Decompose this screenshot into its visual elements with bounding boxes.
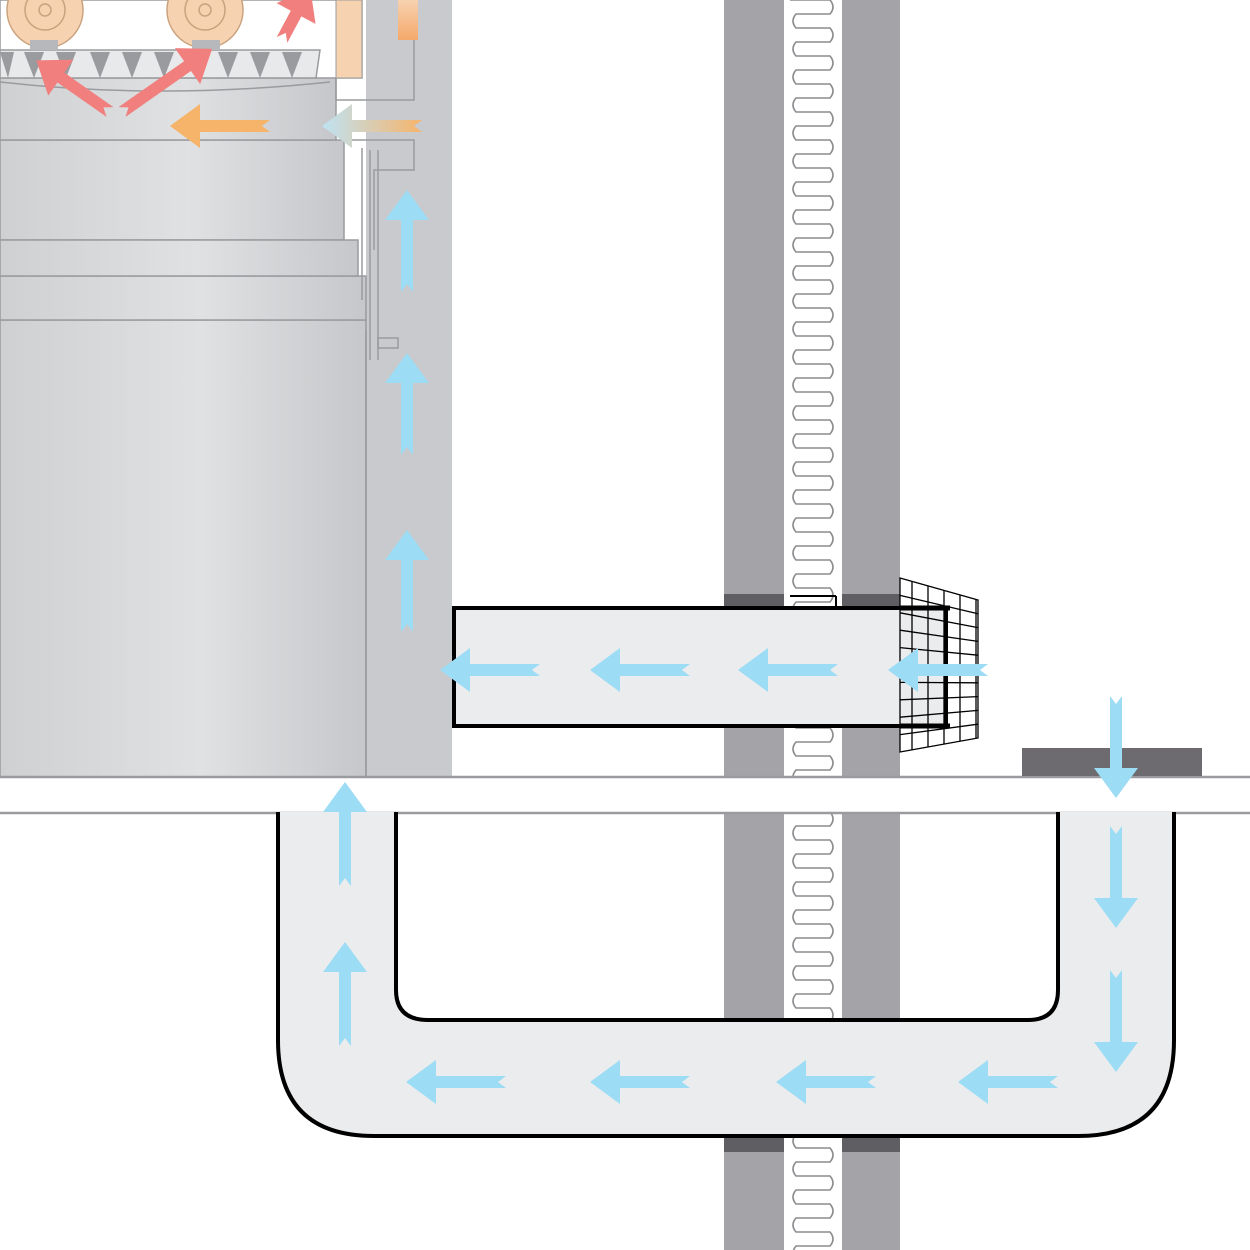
arrow-icon [1094, 826, 1138, 928]
wall-band [842, 1136, 900, 1152]
arrow-icon [406, 1060, 506, 1104]
wall-band [724, 1136, 784, 1152]
firebox-liner [335, 0, 363, 79]
stove-collar [0, 239, 359, 277]
arrow-icon [385, 190, 429, 292]
wall-band [842, 594, 900, 608]
arrow-icon [385, 353, 429, 455]
arrow-icon [776, 1060, 876, 1104]
floor-duct-body [276, 812, 1176, 1138]
arrow-icon [958, 1060, 1058, 1104]
arrow-icon [323, 782, 367, 886]
wood-logs [6, 0, 244, 50]
warm-arrow-icon [322, 104, 422, 148]
warm-vent-strip [398, 0, 418, 40]
hot-arrow-icon [118, 48, 213, 117]
arrow-icon [1094, 970, 1138, 1072]
warm-arrow-icon [170, 104, 270, 148]
hot-arrow-icon [36, 59, 114, 117]
arrow-icon [590, 648, 690, 692]
channel-walls [335, 0, 415, 778]
airflow-arrows [36, 0, 1138, 1104]
arrow-icon [590, 1060, 690, 1104]
stove-lower-body [0, 319, 367, 779]
arrow-icon [440, 648, 540, 692]
floor [0, 775, 1250, 815]
arrow-icon [323, 942, 367, 1046]
arrow-icon [385, 530, 429, 632]
stove [0, 0, 452, 779]
wall-band [724, 594, 784, 608]
stove-mid-body [0, 139, 345, 241]
hot-arrow-icon [276, 0, 316, 43]
arrow-icon [738, 648, 838, 692]
stove-base-ring [0, 275, 367, 321]
arrow-icon [1094, 696, 1138, 798]
grate-teeth [0, 52, 302, 78]
arrow-icon [888, 648, 988, 692]
